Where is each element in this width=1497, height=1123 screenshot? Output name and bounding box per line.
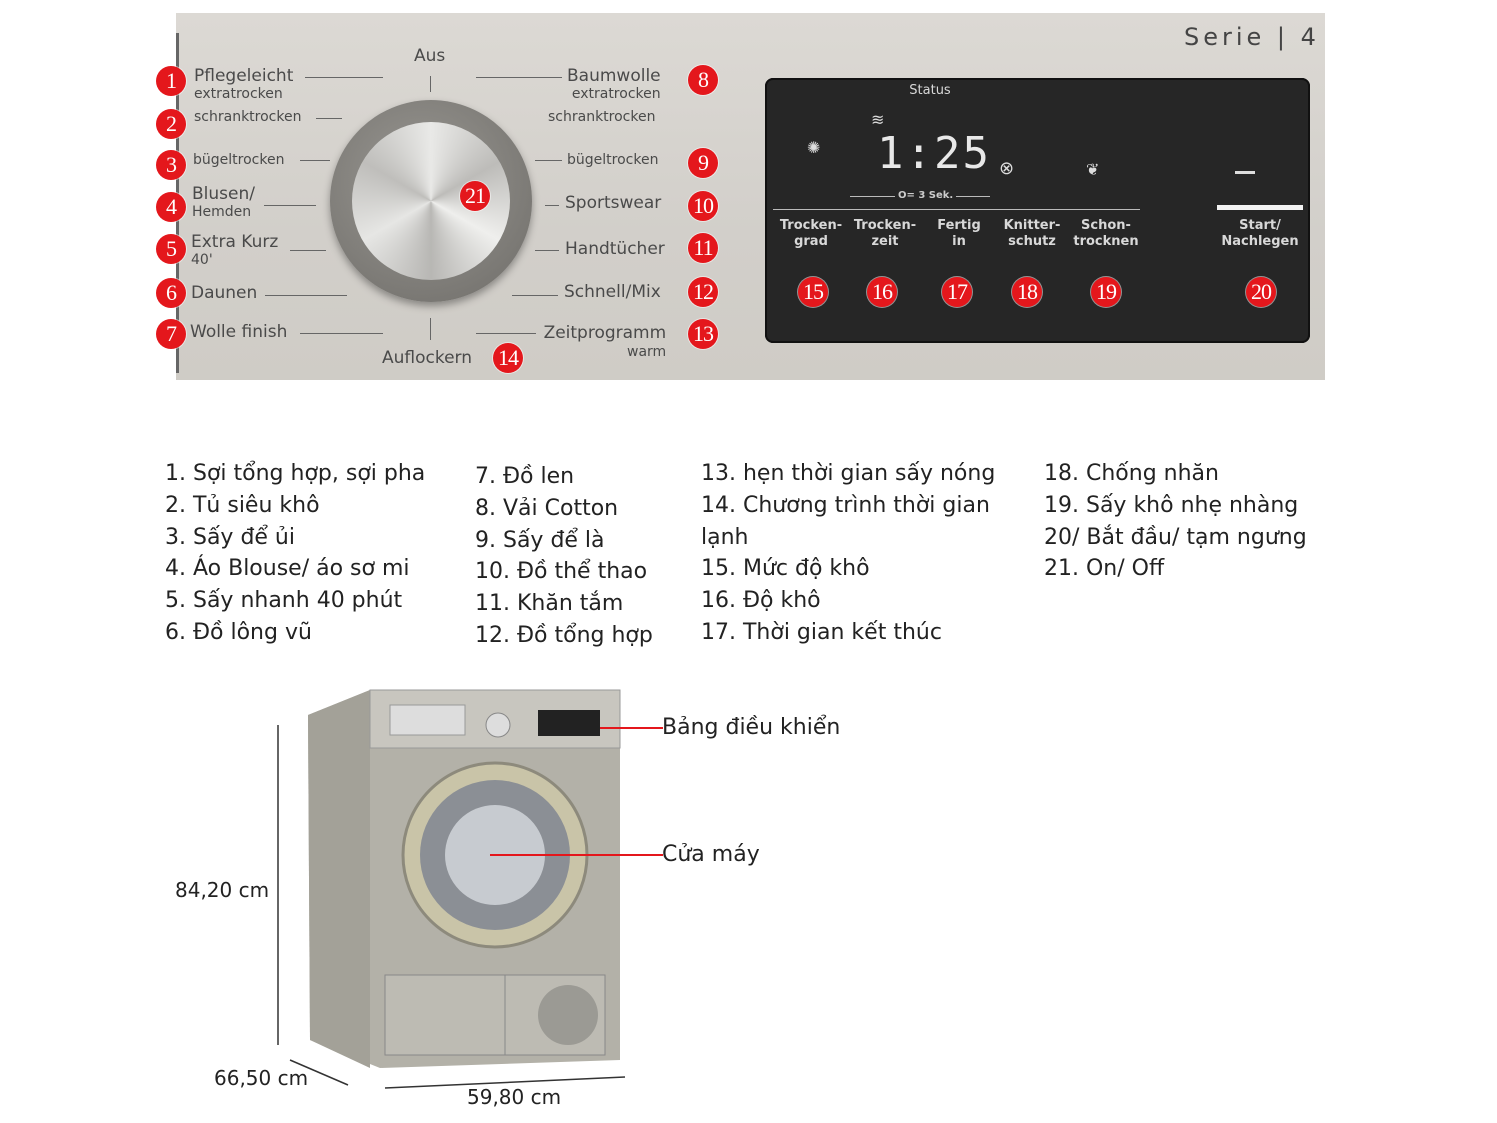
legend-item: 8. Vải Cotton [475, 495, 619, 521]
legend-item: lạnh [701, 524, 749, 550]
dryer-side [308, 690, 370, 1068]
program-cotton-iron-dry: bügeltrocken [567, 152, 659, 168]
badge-11: 11 [688, 233, 718, 263]
badge-14: 14 [493, 343, 523, 373]
legend-item: 6. Đồ lông vũ [165, 619, 312, 645]
badge-18: 18 [1012, 277, 1042, 307]
program-sportswear: Sportswear [565, 193, 662, 213]
button-dryness-level[interactable]: Trocken-grad [779, 218, 843, 249]
legend-item: 18. Chống nhăn [1044, 461, 1219, 486]
badge-12: 12 [688, 277, 718, 307]
badge-19: 19 [1091, 277, 1121, 307]
start-indicator [1235, 171, 1255, 174]
dryer-dial [485, 712, 511, 738]
legend-column-2: 7. Đồ len 8. Vải Cotton 9. Sấy để là 10.… [475, 461, 653, 652]
hold-hint: O= 3 Sek. [895, 190, 957, 201]
legend-item: 14. Chương trình thời gian [701, 492, 990, 518]
callout-door: Cửa máy [662, 842, 760, 867]
legend-item: 15. Mức độ khô [701, 556, 870, 582]
dimension-height: 84,20 cm [175, 878, 270, 902]
button-gentle-dry[interactable]: Schon-trocknen [1073, 218, 1139, 249]
dimension-width: 59,80 cm [467, 1085, 562, 1109]
badge-7: 7 [156, 319, 186, 349]
legend-item: 19. Sấy khô nhẹ nhàng [1044, 492, 1299, 518]
badge-9: 9 [688, 148, 718, 178]
legend-item: 3. Sấy để ủi [165, 524, 295, 550]
status-label: Status [909, 83, 951, 98]
button-drying-time[interactable]: Trocken-zeit [853, 218, 917, 249]
legend-item: 1. Sợi tổng hợp, sợi pha [165, 461, 426, 486]
program-dial[interactable] [330, 100, 532, 302]
drum-clean-icon: ⊗ [999, 158, 1015, 179]
legend-item: 12. Đồ tổng hợp [475, 622, 653, 648]
legend-item: 7. Đồ len [475, 464, 575, 489]
badge-2: 2 [156, 109, 186, 139]
badge-8: 8 [688, 65, 718, 95]
dryer-illustration [277, 689, 663, 1089]
button-anti-crease[interactable]: Knitter-schutz [1003, 218, 1061, 249]
legend-item: 21. On/ Off [1044, 556, 1165, 582]
legend-item: 10. Đồ thể thao [475, 559, 648, 585]
legend-item: 4. Áo Blouse/ áo sơ mi [165, 556, 410, 582]
child-lock-icon: ≋ [871, 110, 885, 129]
program-synthetics-iron-dry: bügeltrocken [193, 152, 285, 168]
program-quick-mix: Schnell/Mix [564, 282, 661, 302]
program-down: Daunen [191, 283, 258, 303]
legend-item: 5. Sấy nhanh 40 phút [165, 588, 403, 614]
badge-20: 20 [1246, 277, 1276, 307]
legend-column-4: 18. Chống nhăn 19. Sấy khô nhẹ nhàng 20/… [1044, 458, 1307, 585]
badge-10: 10 [688, 191, 718, 221]
heat-icon: ✺ [807, 138, 821, 157]
dimension-depth: 66,50 cm [214, 1066, 309, 1090]
legend-column-3: 13. hẹn thời gian sấy nóng 14. Chương tr… [701, 458, 995, 649]
legend-item: 17. Thời gian kết thúc [701, 619, 942, 645]
badge-6: 6 [156, 278, 186, 308]
legend-item: 2. Tủ siêu khô [165, 492, 320, 518]
program-synthetics-cupboard-dry: schranktrocken [194, 109, 302, 125]
legend-item: 9. Sấy để là [475, 527, 605, 553]
badge-13: 13 [688, 319, 718, 349]
program-towels: Handtücher [565, 239, 665, 259]
leaf-icon: ❦ [1086, 160, 1100, 179]
badge-21: 21 [460, 181, 490, 211]
dial-label-off: Aus [414, 46, 446, 66]
legend-item: 13. hẹn thời gian sấy nóng [701, 461, 996, 486]
legend-item: 16. Độ khô [701, 588, 821, 614]
display-panel: Status ✺ ≋ 1:25 O= 3 Sek. ⊗ ❦ Trocken-gr… [765, 78, 1310, 343]
program-wool-finish: Wolle finish [190, 322, 288, 342]
badge-15: 15 [798, 277, 828, 307]
badge-5: 5 [156, 234, 186, 264]
water-tank-drawer [389, 704, 466, 736]
badge-3: 3 [156, 150, 186, 180]
legend-item: 20/ Bắt đầu/ tạm ngưng [1044, 524, 1307, 550]
dryer-display [538, 710, 600, 736]
dial-label-fluff: Auflockern [382, 348, 473, 368]
badge-1: 1 [156, 66, 186, 96]
badge-4: 4 [156, 192, 186, 222]
time-display: 1:25 [877, 128, 991, 179]
program-blouses: Blusen/Hemden [192, 184, 255, 221]
callout-control-panel: Bảng điều khiển [662, 715, 841, 740]
legend-column-1: 1. Sợi tổng hợp, sợi pha 2. Tủ siêu khô … [165, 458, 425, 649]
legend-item: 11. Khăn tắm [475, 591, 624, 617]
badge-16: 16 [867, 277, 897, 307]
dryer-vent-grille [538, 985, 598, 1045]
program-cotton-cupboard-dry: schranktrocken [548, 109, 656, 125]
button-start-pause[interactable]: Start/Nachlegen [1221, 218, 1299, 249]
badge-17: 17 [942, 277, 972, 307]
series-logo: Serie | 4 [1184, 23, 1320, 51]
